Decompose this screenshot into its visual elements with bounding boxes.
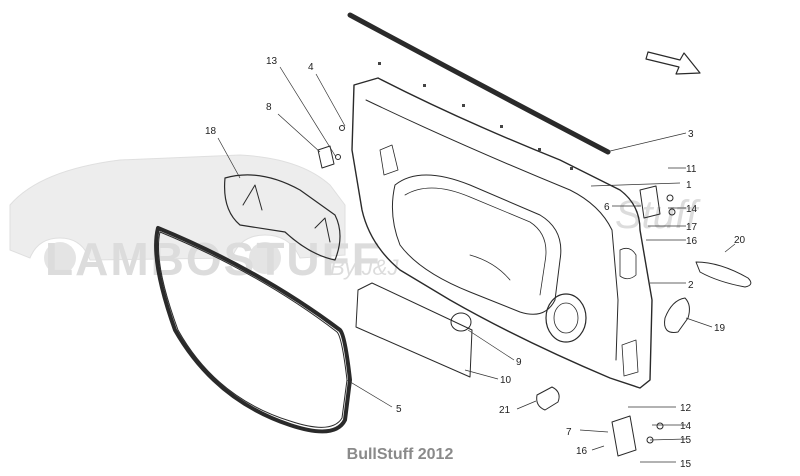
direction-arrow-icon [645, 51, 701, 75]
part-number-3: 3 [688, 129, 694, 140]
part-number-18: 18 [205, 126, 217, 137]
part-number-14-upper: 14 [686, 204, 698, 215]
door-seal [154, 226, 352, 434]
round-cap [450, 312, 472, 332]
part-number-12: 12 [680, 403, 692, 414]
part-number-17: 17 [686, 222, 698, 233]
watermark-brand: LAMBOSTUFF [45, 233, 382, 285]
part-number-11: 11 [686, 164, 697, 175]
part-number-2: 2 [688, 280, 694, 291]
leader-lines [217, 66, 736, 463]
watermark-wheel-front [44, 242, 76, 274]
watermark-wheel-rear [249, 242, 281, 274]
lock-cover [664, 297, 690, 333]
part-number-19: 19 [714, 323, 726, 334]
part-number-4: 4 [308, 62, 314, 73]
door-inner-panel [351, 77, 653, 389]
part-number-labels: 1 2 3 4 5 6 7 8 9 10 11 12 13 14 14 15 1… [205, 56, 746, 470]
part-number-21: 21 [499, 405, 511, 416]
check-strap [317, 125, 345, 169]
part-number-8: 8 [266, 102, 272, 113]
part-number-10: 10 [500, 375, 512, 386]
part-number-15-lower: 15 [680, 459, 692, 470]
part-number-16-lower: 16 [576, 446, 588, 457]
watermark-byline: By J&J [330, 255, 399, 280]
part-number-20: 20 [734, 235, 746, 246]
part-number-13: 13 [266, 56, 278, 67]
trim-cover [223, 174, 341, 261]
sound-pad [355, 282, 473, 378]
handle [695, 261, 752, 288]
part-number-7: 7 [566, 427, 572, 438]
part-number-15-upper: 15 [680, 435, 692, 446]
upper-hinge [639, 185, 676, 219]
watermark-car-silhouette [9, 154, 346, 261]
part-number-5: 5 [396, 404, 402, 415]
part-number-14-lower: 14 [680, 421, 692, 432]
part-number-16-upper: 16 [686, 236, 698, 247]
part-number-9: 9 [516, 357, 522, 368]
part-number-1: 1 [686, 180, 692, 191]
footer-credit: BullStuff 2012 [346, 446, 454, 463]
part-number-6: 6 [604, 202, 610, 213]
window-weatherstrip [347, 12, 611, 155]
plug [536, 386, 560, 411]
panel-clips [378, 62, 573, 170]
